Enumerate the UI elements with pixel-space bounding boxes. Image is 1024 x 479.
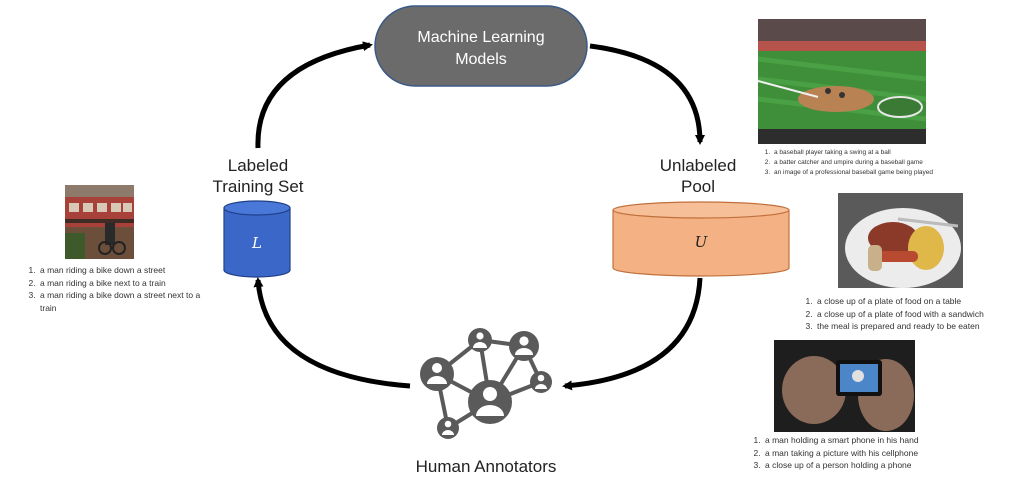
labeled-set-title: Labeled Training Set: [196, 155, 320, 197]
food-captions: a close up of a plate of food on a table…: [801, 295, 1024, 333]
caption-item: a close up of a person holding a phone: [763, 459, 983, 472]
unlabeled-title-line1: Unlabeled: [659, 156, 737, 175]
labeled-symbol: L: [251, 234, 262, 252]
human-annotators-label: Human Annotators: [415, 457, 557, 476]
unlabeled-database-icon: [612, 201, 790, 277]
phone-captions: a man holding a smart phone in his hand …: [749, 434, 983, 472]
caption-item: a man riding a bike down a street next t…: [38, 289, 218, 314]
arrow-annotators-to-labeled: [253, 277, 411, 389]
caption-item: a close up of a plate of food on a table: [815, 295, 1024, 308]
model-box: [374, 5, 588, 87]
labeled-title-line1: Labeled: [227, 156, 289, 175]
unlabeled-title-line2: Pool: [680, 177, 716, 196]
arrow-model-to-unlabeled: [589, 43, 705, 145]
baseball-photo: [758, 19, 926, 144]
labeled-database-icon: [223, 200, 291, 278]
caption-item: a man riding a bike next to a train: [38, 277, 218, 290]
bike-train-photo: [65, 185, 134, 259]
bike-train-captions: a man riding a bike down a street a man …: [24, 264, 218, 314]
caption-item: a close up of a plate of food with a san…: [815, 308, 1024, 321]
caption-item: the meal is prepared and ready to be eat…: [815, 320, 1024, 333]
caption-item: a man riding a bike down a street: [38, 264, 218, 277]
caption-item: a man holding a smart phone in his hand: [763, 434, 983, 447]
arrow-unlabeled-to-annotators: [562, 277, 703, 391]
people-network-icon: [420, 328, 552, 439]
unlabeled-symbol: U: [695, 233, 709, 251]
baseball-captions: a baseball player taking a swing at a ba…: [758, 148, 982, 178]
arrow-labeled-to-model: [255, 41, 373, 149]
phone-photo: [774, 340, 915, 432]
caption-item: a man taking a picture with his cellphon…: [763, 447, 983, 460]
model-box-title-line1: Machine Learning: [417, 29, 544, 46]
unlabeled-pool-title: Unlabeled Pool: [636, 155, 760, 197]
model-box-title-line2: Models: [455, 51, 507, 68]
caption-item: an image of a professional baseball game…: [772, 168, 982, 178]
labeled-title-line2: Training Set: [212, 177, 304, 196]
caption-item: a batter catcher and umpire during a bas…: [772, 158, 982, 168]
caption-item: a baseball player taking a swing at a ba…: [772, 148, 982, 158]
food-plate-photo: [838, 193, 963, 288]
